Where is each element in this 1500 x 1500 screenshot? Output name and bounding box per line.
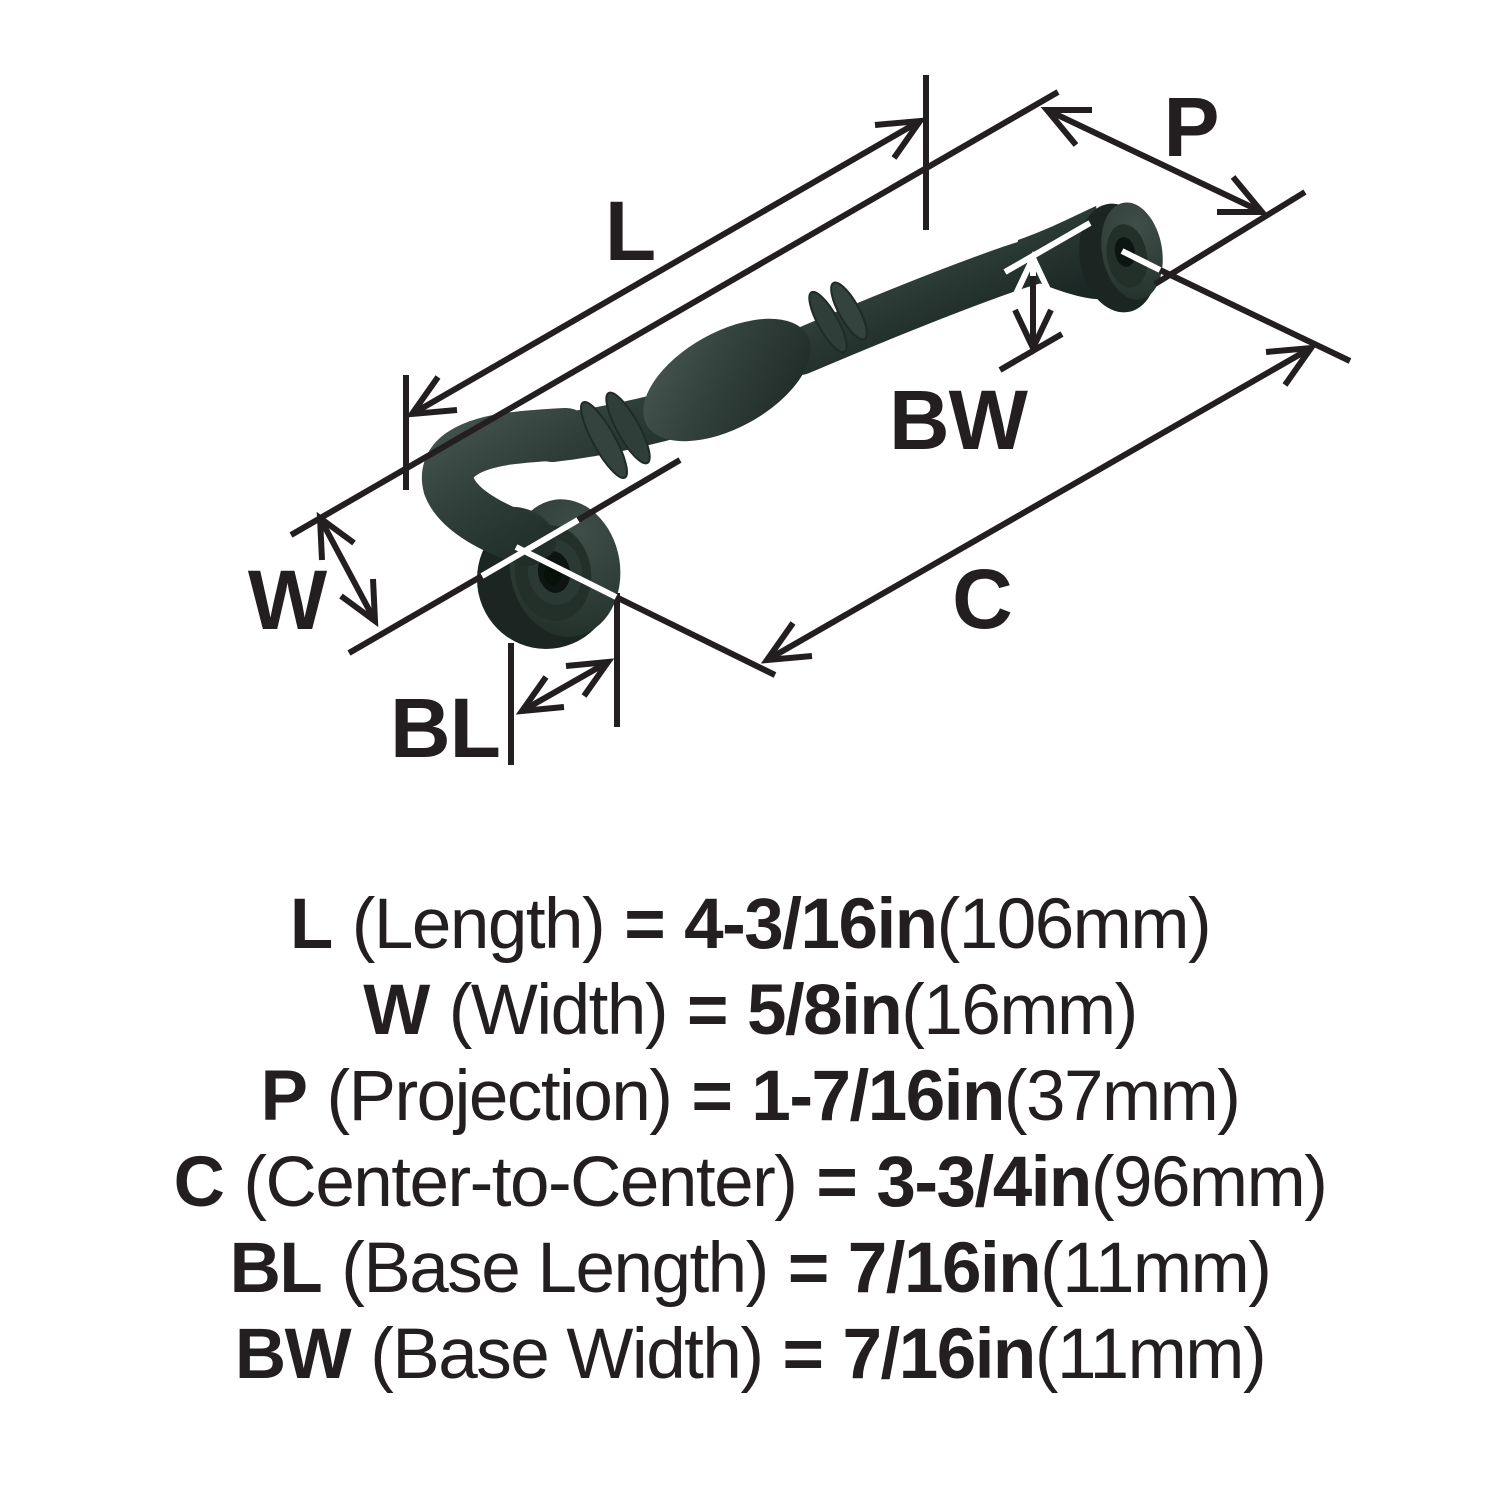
extension-line-upper [289,89,1060,538]
dim-width [316,511,379,628]
cabinet-pull-handle [422,202,1163,649]
arrowhead-white [1012,250,1054,298]
arrowhead [874,117,927,160]
extension-line-lower-b [576,457,682,523]
extension-line-tip [1153,189,1307,287]
arrowhead [515,675,565,715]
legend-equals: = [624,885,665,964]
center-tick-left-overlay [514,544,618,600]
dim-line-c [765,345,1313,663]
arrowhead [1217,175,1269,215]
legend-metric: (16mm) [901,971,1138,1050]
legend-metric: (37mm) [1003,1057,1241,1136]
legend-metric: (96mm) [1090,1143,1328,1222]
dim-line-p [1045,107,1264,215]
dimension-lines [289,75,1352,765]
legend-name: (Base Width) [370,1315,764,1394]
arrowhead [405,375,458,418]
legend-row-center-to-center: C (Center-to-Center) = 3-3/4in (96mm) [173,1140,1328,1226]
legend-row-length: L (Length) = 4-3/16in (106mm) [289,882,1212,968]
dimension-labels: L P BW W C BL [248,80,1220,775]
legend-name: (Length) [351,885,606,964]
legend-row-base-length: BL (Base Length) = 7/16in (11mm) [229,1226,1272,1312]
legend-value: 3-3/4in [876,1143,1092,1222]
legend-abbr: BW [234,1315,352,1394]
arrowhead [1012,308,1054,356]
center-tick-right-overlay [1120,248,1162,273]
label-base-length: BL [390,681,500,775]
legend-equals: = [787,1229,829,1308]
legend-value: 7/16in [842,1315,1037,1394]
legend-equals: = [782,1315,824,1394]
legend-value: 5/8in [746,971,903,1050]
arrowhead [339,578,379,628]
legend-row-width: W (Width) = 5/8in (16mm) [363,968,1138,1054]
arrowhead [1040,107,1092,147]
dim-line-bl [520,659,610,714]
legend-metric: (106mm) [936,885,1212,964]
legend-abbr: P [260,1057,308,1136]
legend-name: (Width) [448,971,669,1050]
reference-line-upper-overlay [1003,220,1092,275]
legend-equals: = [686,971,728,1050]
legend-name: (Center-to-Center) [243,1143,798,1222]
reference-line-lower [998,331,1064,373]
legend-row-projection: P (Projection) = 1-7/16in (37mm) [260,1054,1241,1140]
extension-line-lower-overlay [480,517,580,579]
label-projection: P [1163,80,1218,174]
legend-equals: = [816,1143,857,1222]
label-center-to-center: C [952,552,1012,646]
handle-right-base [1079,202,1163,313]
legend-value: 1-7/16in [751,1057,1005,1136]
arrowhead [760,621,813,664]
handle-collar-rings [580,281,868,479]
label-length: L [605,184,655,278]
dim-center-to-center [614,266,1352,678]
handle-barrel [643,318,811,442]
dim-projection [1040,107,1307,287]
legend-abbr: L [289,885,333,964]
dim-line-l [410,118,922,417]
arrowhead [316,511,356,561]
legend-abbr: W [363,971,430,1050]
center-tick-left [614,594,777,678]
legend-metric: (11mm) [1034,1315,1267,1394]
dim-length [403,75,929,490]
legend-abbr: BL [229,1229,323,1308]
extension-line-lower-a [347,573,484,656]
dim-line-w [317,516,378,623]
arrowhead [1265,344,1318,387]
dim-base-length [508,593,620,765]
label-base-width: BW [889,373,1029,467]
legend-name: (Base Length) [341,1229,769,1308]
legend-abbr: C [173,1143,225,1222]
legend-value: 7/16in [847,1229,1042,1308]
legend-name: (Projection) [326,1057,673,1136]
legend-value: 4-3/16in [684,885,938,964]
legend-metric: (11mm) [1040,1229,1272,1308]
dim-base-width [998,272,1064,373]
legend-row-base-width: BW (Base Width) = 7/16in (11mm) [234,1312,1267,1398]
overlay-lines [480,220,1162,600]
legend-equals: = [691,1057,732,1136]
dimension-legend: L (Length) = 4-3/16in (106mm) W (Width) … [0,882,1500,1398]
center-tick-right [1156,266,1352,364]
arrowhead [565,658,615,698]
label-width: W [248,553,328,647]
